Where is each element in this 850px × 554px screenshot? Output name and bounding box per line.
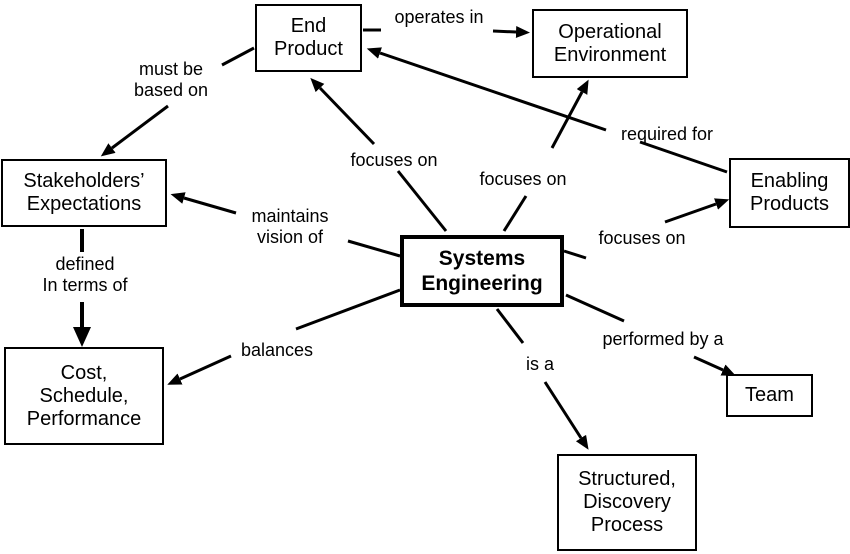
edge-focuses-enabling-stub xyxy=(563,249,587,260)
edge-label-focuses-on-enabling-products: focuses on xyxy=(598,228,686,248)
node-cost-schedule-performance-label: Cost, Schedule, Performance xyxy=(26,361,142,430)
node-enabling-products: Enabling Products xyxy=(729,158,850,228)
edge-focuses-end-product-stub xyxy=(396,170,448,232)
edge-is-a-arrow xyxy=(543,381,589,450)
edge-operates-in-arrow xyxy=(492,26,530,38)
edge-maintains-vision-arrow xyxy=(170,192,237,215)
edge-focuses-end-product-arrow xyxy=(310,77,376,146)
edge-required-for-stub xyxy=(639,140,728,174)
node-end-product: End Product xyxy=(255,4,362,72)
edge-label-operates-in: operates in xyxy=(394,7,484,27)
edge-label-focuses-on-operational-environment: focuses on xyxy=(479,169,567,189)
node-stakeholders-expectations: Stakeholders’ Expectations xyxy=(1,159,167,227)
edge-is-a-stub xyxy=(495,308,525,344)
edge-focuses-op-env-arrow xyxy=(550,79,589,149)
node-stakeholders-expectations-label: Stakeholders’ Expectations xyxy=(23,170,145,215)
edge-must-be-based-on-arrow xyxy=(100,104,169,157)
node-operational-environment: Operational Environment xyxy=(532,9,688,78)
node-enabling-products-label: Enabling Products xyxy=(750,170,829,215)
edge-balances-stub xyxy=(295,288,401,331)
node-team-label: Team xyxy=(745,384,794,406)
node-systems-engineering-label: Systems Engineering xyxy=(421,247,543,295)
edge-focuses-enabling-arrow xyxy=(664,198,730,224)
edge-label-focuses-on-end-product: focuses on xyxy=(350,150,438,170)
edge-focuses-op-env-stub xyxy=(502,195,528,232)
edge-label-defined-in-terms-of: defined In terms of xyxy=(42,254,128,295)
node-structured-discovery-process-label: Structured, Discovery Process xyxy=(578,468,676,536)
node-team: Team xyxy=(726,374,813,417)
edge-label-balances: balances xyxy=(240,340,314,360)
node-operational-environment-label: Operational Environment xyxy=(553,20,667,66)
node-cost-schedule-performance: Cost, Schedule, Performance xyxy=(4,347,164,445)
edge-label-performed-by-a: performed by a xyxy=(602,329,724,349)
edge-label-maintains-vision-of: maintains vision of xyxy=(251,206,329,247)
edge-performed-by-stub xyxy=(565,293,625,323)
edge-label-is-a: is a xyxy=(525,354,554,374)
edge-label-required-for: required for xyxy=(620,124,714,144)
node-end-product-label: End Product xyxy=(274,15,343,60)
edge-maintains-vision-stub xyxy=(347,239,401,258)
edge-performed-by-arrow xyxy=(693,355,736,376)
edge-label-must-be-based-on: must be based on xyxy=(133,59,209,100)
node-structured-discovery-process: Structured, Discovery Process xyxy=(557,454,697,551)
node-systems-engineering: Systems Engineering xyxy=(400,235,564,307)
edge-must-be-based-on-stub xyxy=(221,46,255,67)
edge-balances-arrow xyxy=(167,354,232,385)
